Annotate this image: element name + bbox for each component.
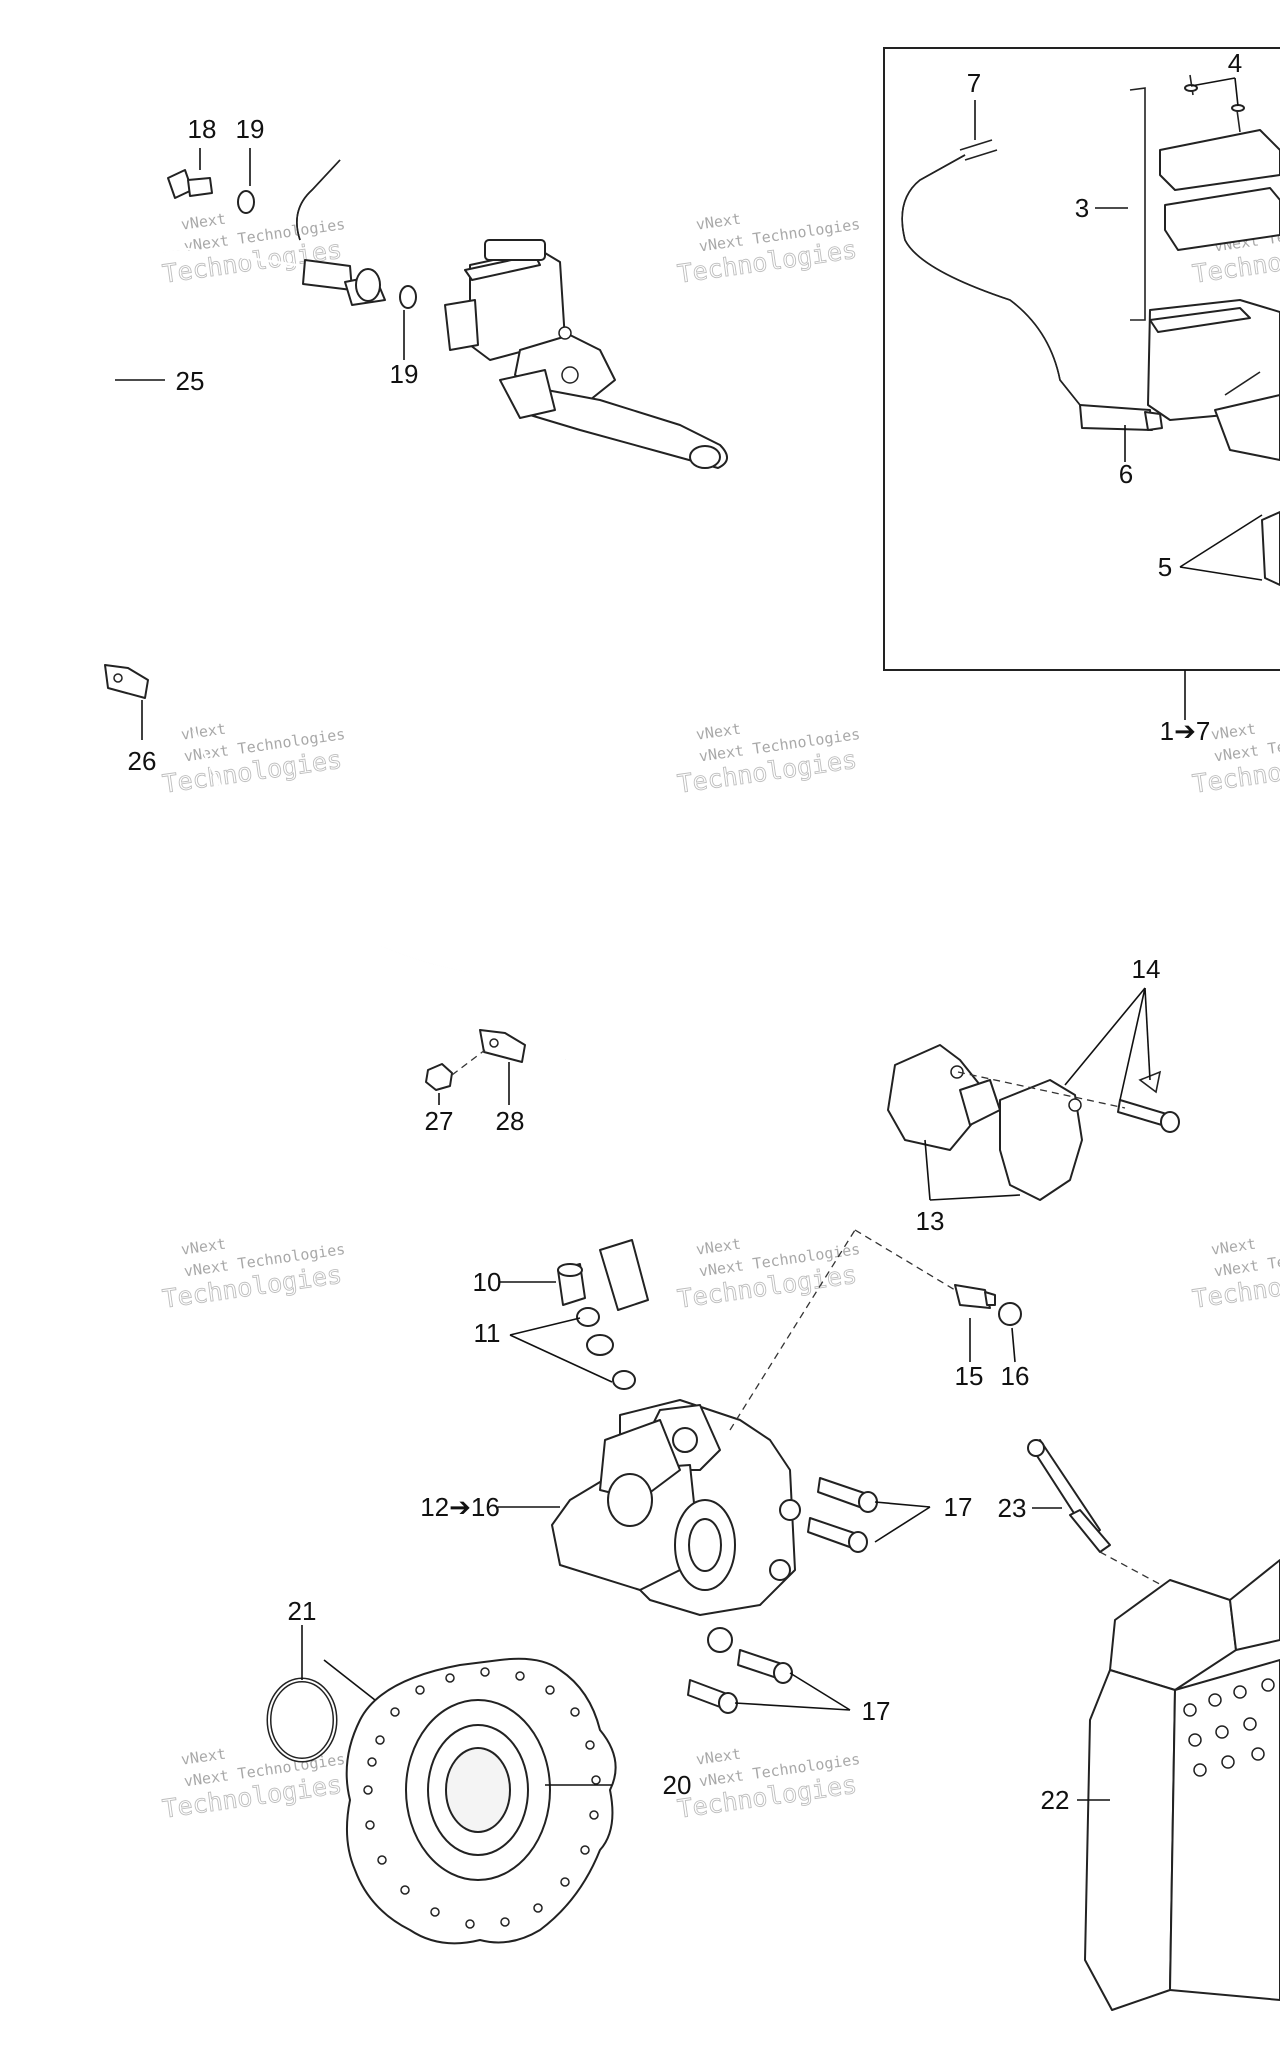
caliper-bolts: [687, 1477, 878, 1714]
bleed-plug: [557, 1263, 586, 1306]
watermark: vNext vNext Technologies Technologies: [160, 1745, 346, 1825]
assembly-line: [451, 1049, 486, 1076]
watermark: vNext vNext Technologies Technologies: [675, 720, 861, 800]
watermark-arc: vNext: [180, 210, 227, 234]
callout-1-7: 1➔7: [1160, 716, 1211, 746]
assembly-line: [957, 1071, 1126, 1109]
pin-clip: [1027, 1439, 1111, 1553]
watermark: vNext vNext Technologies Technologies: [675, 1745, 861, 1825]
watermark-arc: vNext: [180, 720, 227, 744]
watermark: vNext vNext Technologies Technologies: [675, 210, 861, 290]
crush-washer: [399, 285, 417, 309]
callout-5: 5: [1158, 552, 1172, 582]
hex-nut: [425, 1063, 453, 1091]
callout-16: 16: [1001, 1361, 1030, 1391]
watermark-arc: vNext: [180, 1235, 227, 1259]
watermark: vNext vNext Technologies Technologies: [1190, 1235, 1280, 1315]
crush-washer: [237, 190, 255, 214]
crush-washer: [586, 1334, 614, 1356]
crush-washer: [576, 1307, 600, 1327]
watermark-arc: vNext: [695, 720, 742, 744]
banjo-fitting: [344, 268, 386, 306]
inset-master-cylinder: [901, 74, 1280, 586]
brake-pads: [887, 1044, 1180, 1201]
callout-26: 26: [128, 746, 157, 776]
master-cylinder: [296, 159, 728, 469]
callout-20: 20: [663, 1770, 692, 1800]
brake-caliper: [551, 1399, 801, 1653]
callout-10: 10: [473, 1267, 502, 1297]
callout-25: 25: [176, 366, 205, 396]
watermark-arc: vNext: [695, 1745, 742, 1769]
callout-23: 23: [998, 1493, 1027, 1523]
callout-7: 7: [967, 68, 981, 98]
brake-guard: [1084, 1559, 1280, 2011]
banjo-bolt: [167, 169, 213, 199]
o-ring-inner: [268, 1679, 336, 1761]
callout-14: 14: [1132, 954, 1161, 984]
callout-28: 28: [496, 1106, 525, 1136]
callout-6: 6: [1119, 459, 1133, 489]
callout-11: 11: [474, 1318, 501, 1348]
callout-13: 13: [916, 1206, 945, 1236]
watermark-arc: vNext: [1210, 1235, 1257, 1259]
callout-17-lower: 17: [862, 1696, 891, 1726]
watermark: vNext vNext Technologies Technologies: [675, 1235, 861, 1315]
watermark-arc: vNext: [695, 210, 742, 234]
brake-line-inner: [112, 247, 642, 1341]
watermark-arc: vNext: [180, 1745, 227, 1769]
inset-frame: [883, 47, 1280, 671]
callout-12-16: 12➔16: [420, 1492, 500, 1522]
brake-line-fitting: [302, 259, 353, 291]
callout-21: 21: [288, 1596, 317, 1626]
callout-17-upper: 17: [944, 1492, 973, 1522]
hose-clamp: [479, 1029, 526, 1063]
bleeder-valve: [954, 1284, 996, 1309]
watermark-arc: vNext: [1210, 720, 1257, 744]
assembly-line: [854, 1229, 956, 1291]
watermark: vNext vNext Technologies Technologies: [160, 720, 346, 800]
callout-27: 27: [425, 1106, 454, 1136]
brake-line-fitting-lower: [599, 1239, 649, 1311]
assembly-line: [729, 1229, 856, 1431]
watermark: vNext vNext Technologies Technologies: [160, 1235, 346, 1315]
crush-washer: [612, 1370, 636, 1390]
callout-18: 18: [188, 114, 217, 144]
callout-19-top: 19: [236, 114, 265, 144]
callout-15: 15: [955, 1361, 984, 1391]
leader-lines: [115, 77, 1263, 1801]
callout-labels: 18 19 19 25 26 27 28 10 11 12➔16 21 20 1…: [128, 48, 1243, 1815]
brake-disc: [345, 1657, 617, 1945]
callout-4: 4: [1228, 48, 1242, 78]
hose-clamp: [104, 664, 149, 699]
callout-3: 3: [1075, 193, 1089, 223]
bleeder-cap: [998, 1302, 1022, 1326]
callout-19-bottom: 19: [390, 359, 419, 389]
callout-22: 22: [1041, 1785, 1070, 1815]
watermark-arc: vNext: [695, 1235, 742, 1259]
